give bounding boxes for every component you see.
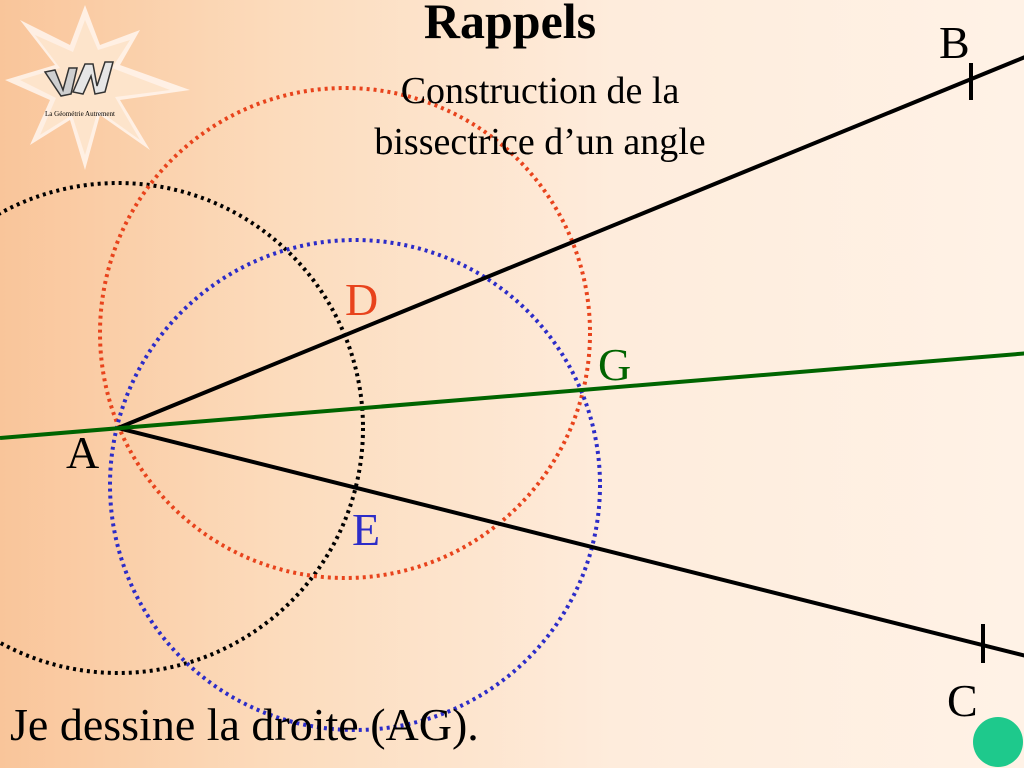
- starburst-icon: [5, 5, 190, 170]
- line-ag: [0, 351, 1024, 440]
- logo-mark-icon: [43, 61, 114, 97]
- circle-center-e: [108, 238, 602, 732]
- ray-ab: [117, 55, 1024, 430]
- point-label-e: E: [352, 504, 381, 555]
- slide-caption: Je dessine la droite (AG).: [10, 699, 479, 750]
- point-label-c: C: [947, 675, 978, 726]
- circle-center-d: [98, 86, 592, 580]
- point-label-g: G: [598, 339, 632, 390]
- logo: La Géométrie Autrement: [0, 0, 200, 180]
- next-slide-button[interactable]: [973, 717, 1023, 767]
- point-label-d: D: [345, 274, 379, 325]
- subtitle-line-1: Construction de la: [400, 70, 680, 112]
- circle-center-a: [0, 181, 365, 675]
- point-label-b: B: [939, 17, 970, 68]
- slide-title: Rappels: [423, 0, 597, 49]
- slide-subtitle: Construction de la bissectrice d’un angl…: [300, 66, 780, 169]
- ray-ac: [117, 426, 1024, 658]
- logo-caption: La Géométrie Autrement: [45, 110, 115, 118]
- point-label-a: A: [66, 427, 100, 478]
- subtitle-line-2: bissectrice d’un angle: [374, 121, 706, 164]
